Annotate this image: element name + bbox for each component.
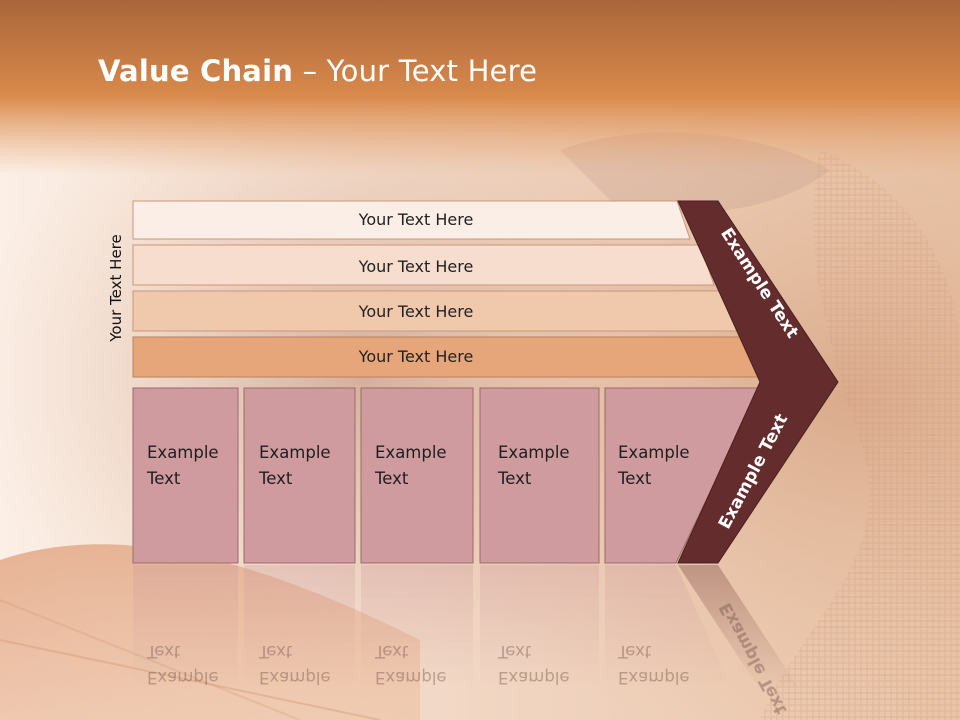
- activity-box-5: [604, 387, 761, 564]
- reflection-box-5-line-1: Example: [618, 668, 690, 687]
- row-label-3: Your Text Here: [358, 302, 474, 321]
- activity-box-4: [479, 387, 600, 564]
- box-4-line-2: Text: [497, 469, 532, 488]
- row-label-2: Your Text Here: [358, 257, 474, 276]
- reflection-box-4-line-2: Text: [497, 642, 532, 661]
- activity-box-2: [243, 387, 356, 564]
- page-title: Value Chain – Your Text Here: [98, 54, 537, 88]
- box-3-line-1: Example: [375, 443, 447, 462]
- reflection-box-1: [133, 565, 238, 685]
- reflection-box-2-line-1: Example: [259, 668, 331, 687]
- reflection-box-2: [244, 565, 355, 685]
- activity-boxes: Example Text Example Text Example Text E…: [132, 387, 761, 564]
- reflection-chevron: [678, 565, 800, 690]
- reflection-box-2-line-2: Text: [258, 642, 293, 661]
- activity-box-1: [132, 387, 239, 564]
- reflection-box-3: [361, 565, 473, 685]
- row-bar-1: [132, 200, 691, 240]
- activity-box-3: [360, 387, 474, 564]
- reflection-box-5: [605, 565, 730, 685]
- box-4-line-1: Example: [498, 443, 570, 462]
- reflection-box-3-line-2: Text: [374, 642, 409, 661]
- reflection-box-1-line-2: Text: [146, 642, 181, 661]
- box-2-line-2: Text: [258, 469, 293, 488]
- box-1-line-1: Example: [147, 443, 219, 462]
- title-bold: Value Chain: [98, 54, 294, 88]
- row-label-4: Your Text Here: [358, 347, 474, 366]
- row-bars: Your Text Here Your Text Here Your Text …: [132, 200, 762, 378]
- row-label-1: Your Text Here: [358, 210, 474, 229]
- box-1-line-2: Text: [146, 469, 181, 488]
- reflection-box-4: [480, 565, 599, 685]
- box-2-line-1: Example: [259, 443, 331, 462]
- diagram-reflection: Example Text Example Text Example Text E…: [133, 565, 800, 718]
- box-3-line-2: Text: [374, 469, 409, 488]
- row-bar-2: [132, 244, 715, 286]
- box-5-line-2: Text: [617, 469, 652, 488]
- reflection-box-5-line-2: Text: [617, 642, 652, 661]
- chevron-shape: [677, 200, 839, 564]
- reflection-box-4-line-1: Example: [498, 668, 570, 687]
- box-5-line-1: Example: [618, 443, 690, 462]
- reflection-box-1-line-1: Example: [147, 668, 219, 687]
- reflection-box-3-line-1: Example: [375, 668, 447, 687]
- title-rest: – Your Text Here: [293, 54, 538, 88]
